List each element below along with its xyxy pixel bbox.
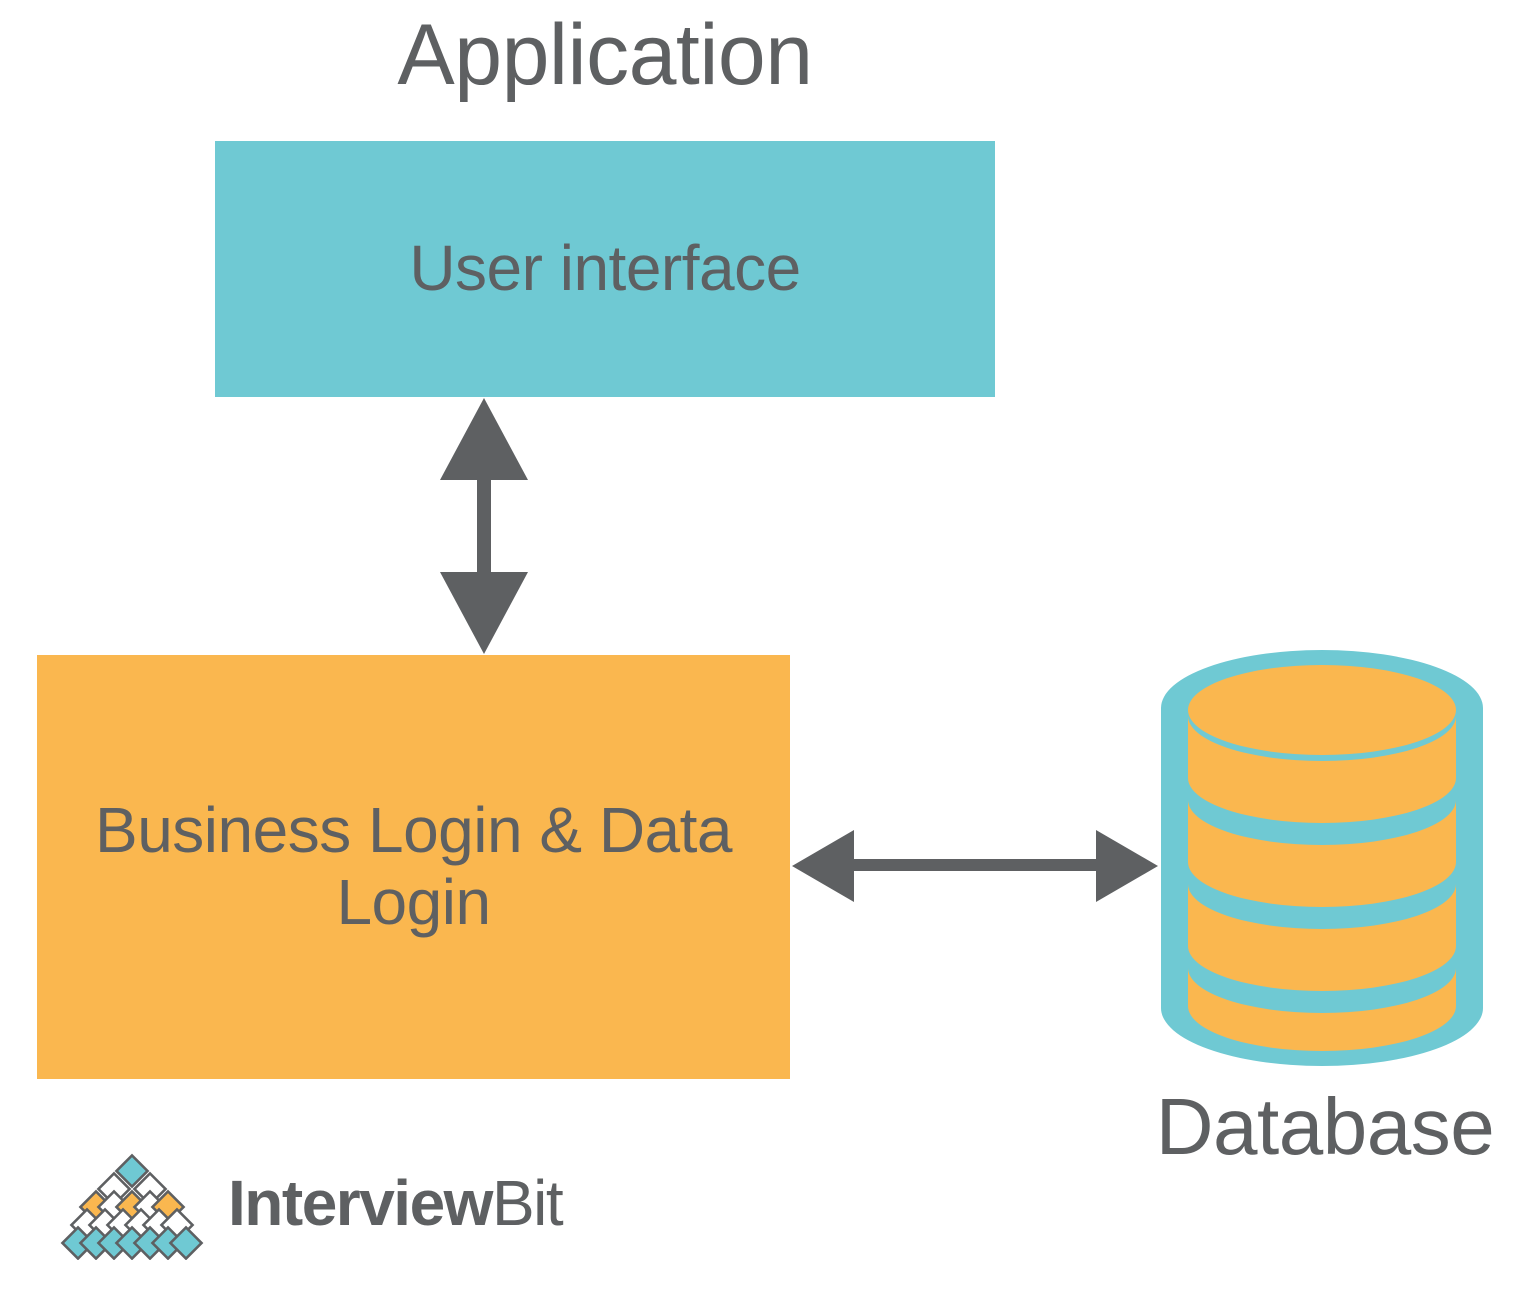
logo-word-bit: Bit bbox=[491, 1167, 564, 1239]
page-title: Application bbox=[397, 7, 813, 103]
interviewbit-logo: InterviewBit bbox=[58, 1152, 564, 1260]
node-user-interface-label: User interface bbox=[409, 232, 801, 305]
database-cylinder-icon bbox=[1161, 650, 1483, 1066]
connector-ui-to-logic-arrow bbox=[440, 398, 528, 654]
diamond-pyramid-icon bbox=[60, 1153, 204, 1260]
node-business-logic: Business Login & Data Login bbox=[37, 655, 790, 1079]
database-label: Database bbox=[1155, 1082, 1495, 1171]
connector-logic-to-database-arrow bbox=[792, 830, 1158, 902]
logo-wordmark: InterviewBit bbox=[228, 1171, 564, 1241]
node-business-logic-label: Business Login & Data Login bbox=[95, 794, 733, 938]
node-user-interface: User interface bbox=[215, 141, 995, 397]
logo-word-interview: Interview bbox=[228, 1167, 493, 1239]
